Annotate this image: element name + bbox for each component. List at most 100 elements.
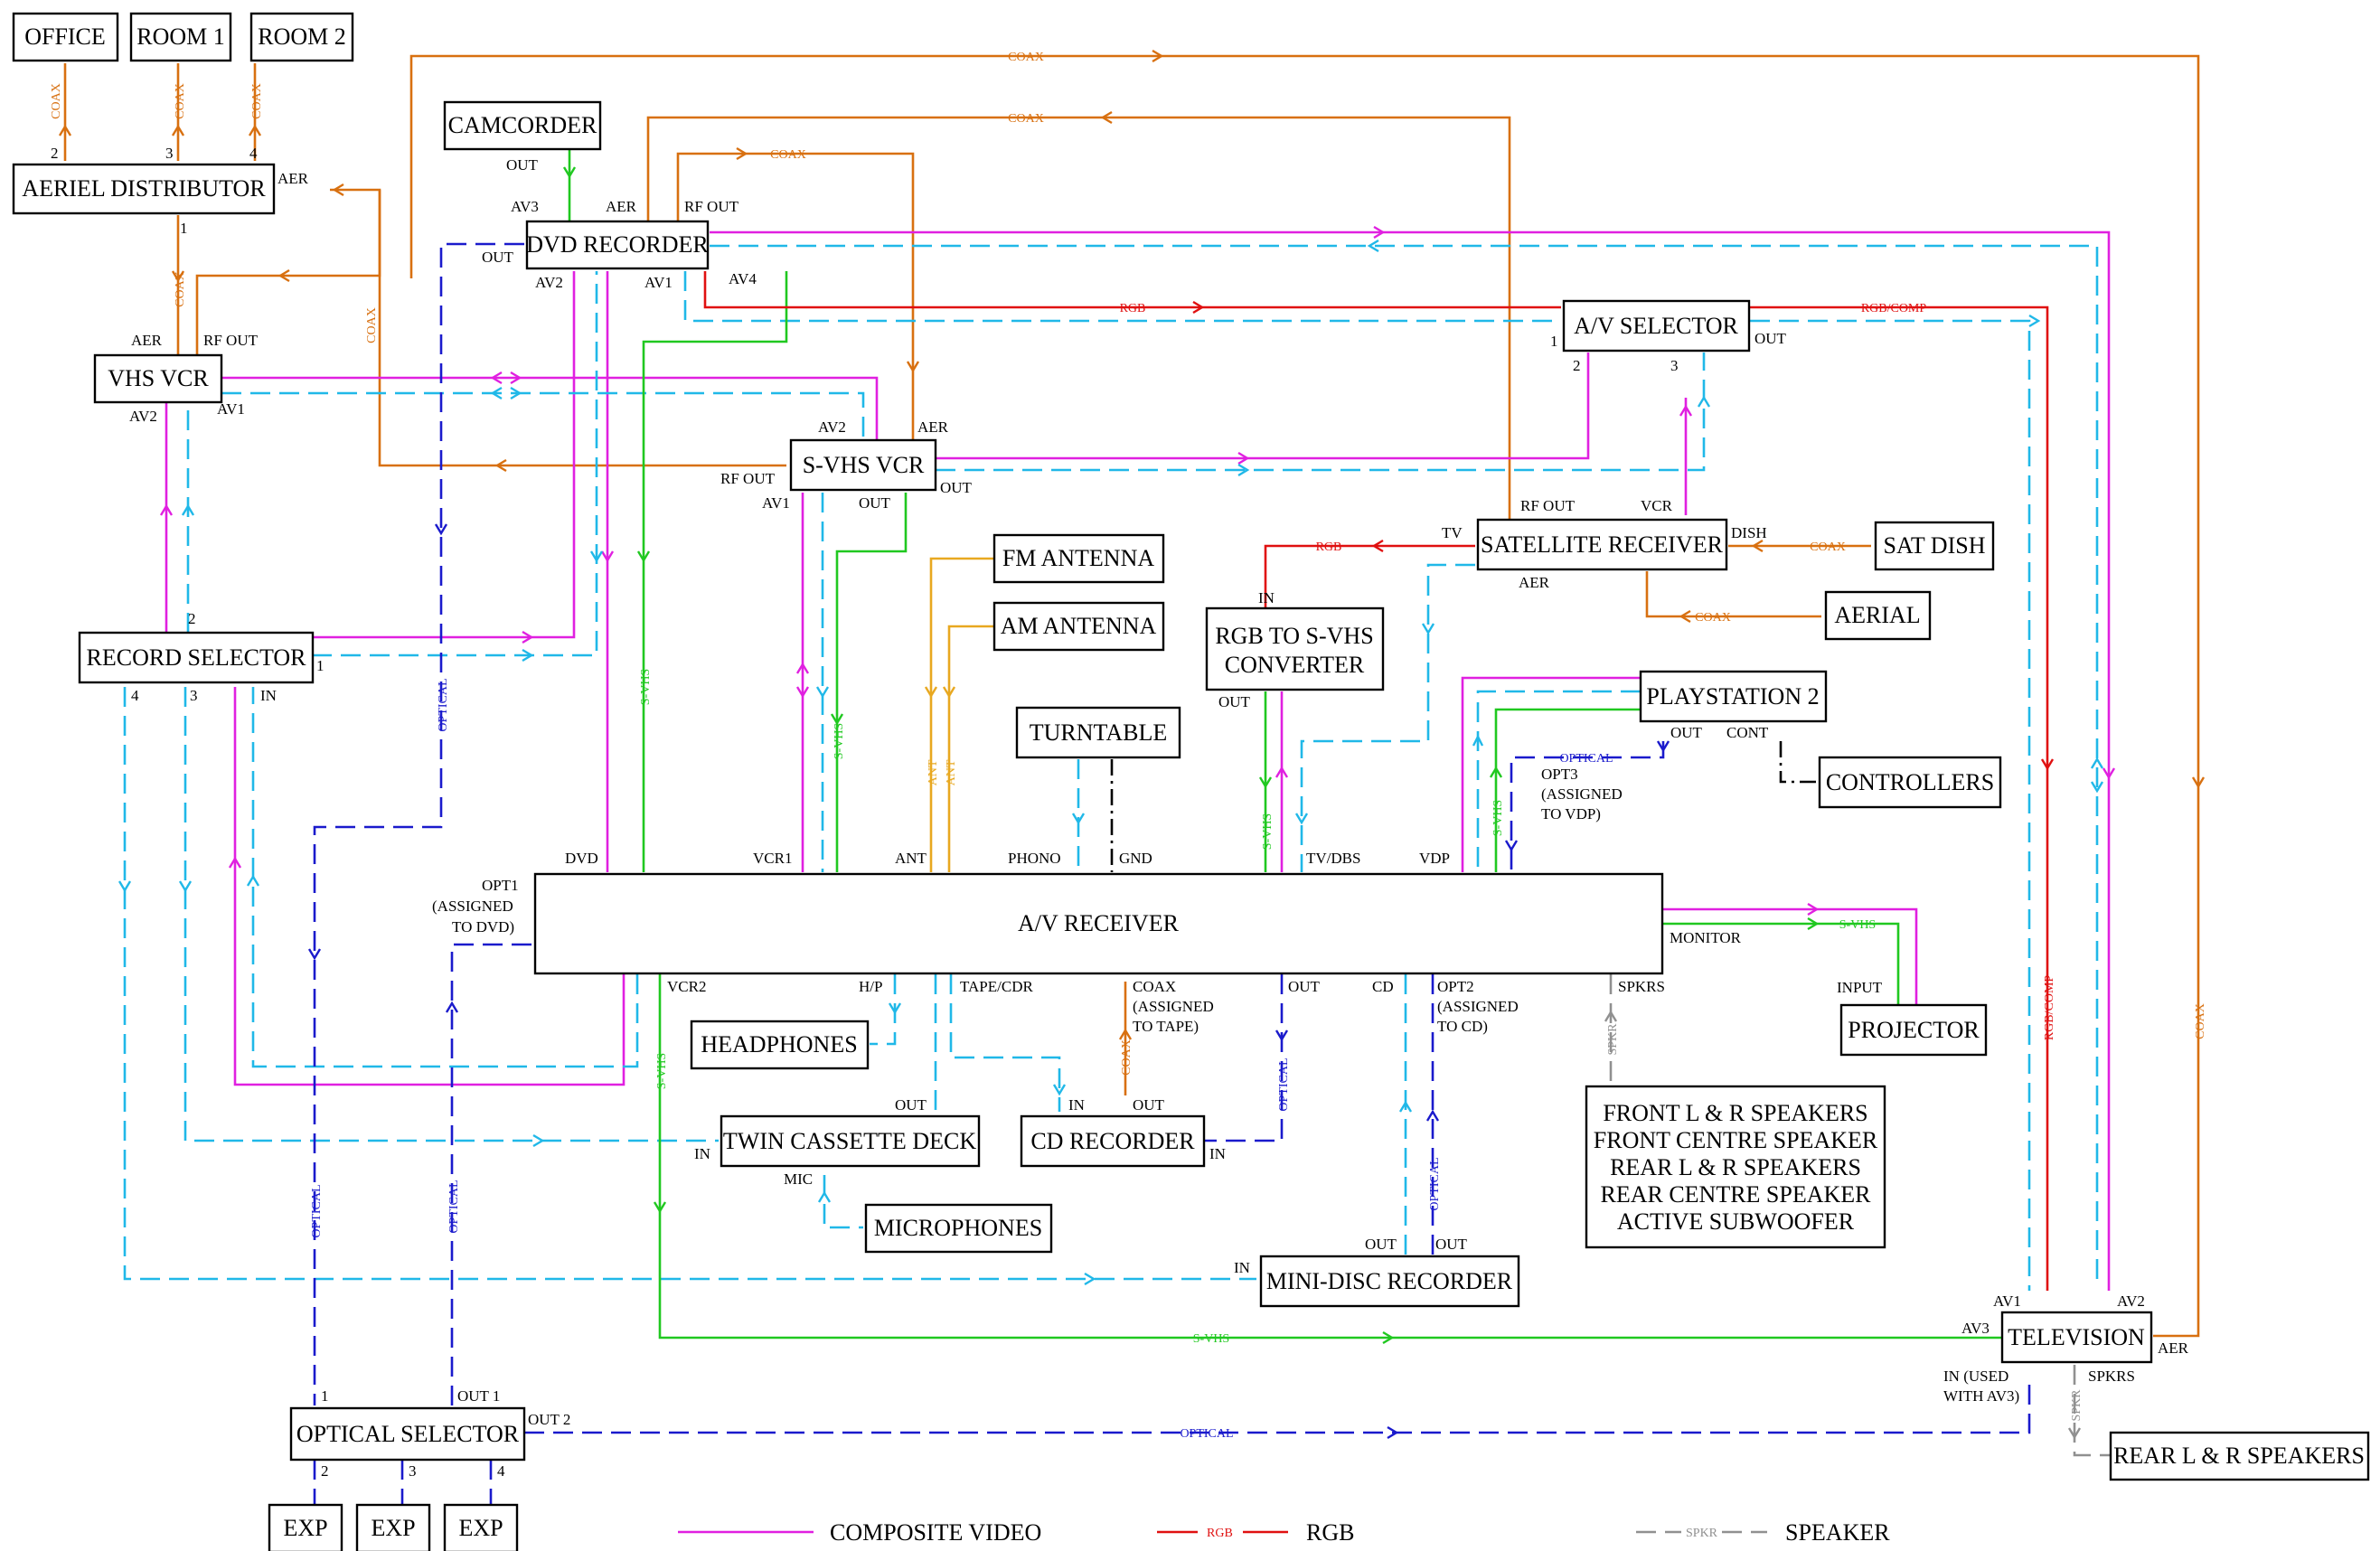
node-room1[interactable]: ROOM 1 bbox=[129, 12, 232, 62]
node-am-antenna[interactable]: AM ANTENNA bbox=[992, 601, 1165, 652]
wire-component-record-dvd bbox=[312, 271, 598, 657]
node-svhs-vcr[interactable]: S-VHS VCR bbox=[789, 438, 937, 492]
wire-label-optical: OPTICAL bbox=[1559, 752, 1613, 766]
svg-text:VDP: VDP bbox=[1419, 850, 1450, 867]
svg-text:OUT: OUT bbox=[506, 156, 539, 174]
node-record-selector[interactable]: RECORD SELECTOR bbox=[78, 631, 315, 684]
svg-text:RF OUT: RF OUT bbox=[203, 332, 259, 349]
svg-text:OUT: OUT bbox=[895, 1096, 927, 1114]
svg-text:RF OUT: RF OUT bbox=[720, 470, 776, 487]
node-exp-3[interactable]: EXP bbox=[443, 1503, 519, 1551]
wire-label-optical: OPTICAL bbox=[437, 678, 450, 731]
svg-text:FRONT CENTRE SPEAKER: FRONT CENTRE SPEAKER bbox=[1594, 1127, 1878, 1153]
node-controllers[interactable]: CONTROLLERS bbox=[1818, 756, 2002, 809]
node-speakers[interactable]: FRONT L & R SPEAKERS FRONT CENTRE SPEAKE… bbox=[1585, 1085, 1886, 1249]
svg-text:AER: AER bbox=[131, 332, 163, 349]
wire-composite-record-dvd bbox=[312, 271, 576, 639]
svg-text:AM ANTENNA: AM ANTENNA bbox=[1001, 613, 1157, 639]
node-minidisc[interactable]: MINI-DISC RECORDER bbox=[1259, 1255, 1520, 1308]
wire-svhs-dvd-receiver bbox=[642, 271, 788, 872]
composite-wires bbox=[165, 230, 2111, 1291]
node-satellite-receiver[interactable]: SATELLITE RECEIVER bbox=[1476, 518, 1728, 571]
svg-text:OFFICE: OFFICE bbox=[24, 24, 106, 50]
svg-text:A/V SELECTOR: A/V SELECTOR bbox=[1574, 313, 1738, 339]
node-twin-cassette[interactable]: TWIN CASSETTE DECK bbox=[720, 1114, 981, 1168]
svg-text:RECORD SELECTOR: RECORD SELECTOR bbox=[87, 644, 307, 671]
wire-component-tape-cdr bbox=[949, 974, 1061, 1112]
wire-optical-dvd-selector bbox=[313, 242, 524, 1405]
node-camcorder[interactable]: CAMCORDER bbox=[443, 100, 602, 151]
svg-text:COAX: COAX bbox=[1133, 978, 1176, 995]
wire-label-optical: OPTICAL bbox=[1180, 1427, 1233, 1441]
misc-wires bbox=[1110, 741, 2111, 1457]
node-turntable[interactable]: TURNTABLE bbox=[1015, 706, 1181, 759]
svg-text:REAR L & R SPEAKERS: REAR L & R SPEAKERS bbox=[2113, 1443, 2365, 1469]
svg-text:MICROPHONES: MICROPHONES bbox=[874, 1215, 1042, 1241]
svg-text:VCR: VCR bbox=[1641, 497, 1673, 514]
svg-text:OUT: OUT bbox=[1133, 1096, 1165, 1114]
node-aerial[interactable]: AERIAL bbox=[1824, 590, 1932, 641]
wire-label-coax: COAX bbox=[1810, 540, 1846, 554]
wire-label-svhs: S-VHS bbox=[833, 723, 846, 759]
wire-label-coax: COAX bbox=[1008, 51, 1044, 64]
node-fm-antenna[interactable]: FM ANTENNA bbox=[992, 533, 1165, 584]
svg-text:WITH AV3): WITH AV3) bbox=[1943, 1387, 2019, 1405]
node-dvd-recorder[interactable]: DVD RECORDER bbox=[525, 220, 709, 270]
node-room2[interactable]: ROOM 2 bbox=[249, 12, 354, 62]
svg-text:AV3: AV3 bbox=[511, 198, 539, 215]
wire-label-optical: OPTICAL bbox=[447, 1180, 461, 1233]
svg-text:OPT1: OPT1 bbox=[482, 877, 519, 894]
svg-text:OPT3: OPT3 bbox=[1541, 766, 1578, 783]
svg-text:4: 4 bbox=[131, 687, 139, 704]
node-aerial-distributor[interactable]: AERIEL DISTRIBUTOR bbox=[12, 163, 276, 215]
legend-speaker-inline: SPKR bbox=[1686, 1527, 1718, 1540]
node-office[interactable]: OFFICE bbox=[12, 12, 119, 62]
node-vhs-vcr[interactable]: VHS VCR bbox=[93, 353, 223, 404]
svg-text:VHS VCR: VHS VCR bbox=[108, 365, 209, 391]
node-optical-selector[interactable]: OPTICAL SELECTOR bbox=[289, 1406, 526, 1462]
coax-wires bbox=[63, 54, 2200, 1338]
wire-label-ant: ANT bbox=[945, 759, 958, 785]
svg-text:1: 1 bbox=[1550, 333, 1558, 350]
wire-composite-receiver-record bbox=[233, 687, 626, 1086]
svg-text:2: 2 bbox=[51, 145, 59, 162]
node-headphones[interactable]: HEADPHONES bbox=[690, 1020, 870, 1070]
node-sat-dish[interactable]: SAT DISH bbox=[1874, 521, 1995, 571]
wire-coax-dvd-to-svhs bbox=[676, 152, 915, 443]
svg-text:(ASSIGNED: (ASSIGNED bbox=[1437, 998, 1519, 1015]
svg-text:VCR1: VCR1 bbox=[753, 850, 792, 867]
node-av-selector[interactable]: A/V SELECTOR bbox=[1562, 299, 1751, 352]
svg-text:REAR CENTRE SPEAKER: REAR CENTRE SPEAKER bbox=[1600, 1181, 1871, 1208]
wire-coax-top-tv bbox=[409, 54, 2200, 1338]
wire-label-spkr: SPKR bbox=[2070, 1389, 2084, 1422]
svg-text:A/V RECEIVER: A/V RECEIVER bbox=[1018, 910, 1180, 936]
svg-text:RGB TO S-VHS: RGB TO S-VHS bbox=[1215, 623, 1373, 649]
svg-text:SATELLITE RECEIVER: SATELLITE RECEIVER bbox=[1481, 531, 1724, 558]
node-microphones[interactable]: MICROPHONES bbox=[864, 1203, 1053, 1254]
node-rear-speakers[interactable]: REAR L & R SPEAKERS bbox=[2109, 1431, 2370, 1481]
svg-text:TWIN CASSETTE DECK: TWIN CASSETTE DECK bbox=[723, 1128, 976, 1154]
svg-text:DVD: DVD bbox=[565, 850, 598, 867]
svg-text:TELEVISION: TELEVISION bbox=[2008, 1324, 2145, 1350]
svg-text:IN: IN bbox=[1258, 589, 1275, 606]
node-av-receiver[interactable]: A/V RECEIVER bbox=[533, 872, 1664, 975]
wire-svhs-ps2-receiver bbox=[1494, 708, 1641, 872]
svg-text:TV/DBS: TV/DBS bbox=[1306, 850, 1360, 867]
node-exp-2[interactable]: EXP bbox=[355, 1503, 431, 1551]
wire-rgb-sat-converter bbox=[1264, 544, 1475, 607]
wire-label-coax: COAX bbox=[1695, 611, 1731, 625]
node-projector[interactable]: PROJECTOR bbox=[1839, 1003, 1988, 1057]
wire-optical-receiver-cdr bbox=[1205, 974, 1284, 1142]
svg-text:ACTIVE SUBWOOFER: ACTIVE SUBWOOFER bbox=[1617, 1208, 1855, 1235]
node-television[interactable]: TELEVISION bbox=[2000, 1311, 2153, 1364]
wire-optical-selector-receiver bbox=[450, 943, 535, 1405]
svg-text:CD RECORDER: CD RECORDER bbox=[1030, 1128, 1195, 1154]
wire-coax-aerial bbox=[1645, 571, 1821, 618]
svg-text:CONTROLLERS: CONTROLLERS bbox=[1826, 769, 1994, 795]
node-cd-recorder[interactable]: CD RECORDER bbox=[1020, 1114, 1206, 1168]
node-exp-1[interactable]: EXP bbox=[268, 1503, 343, 1551]
node-playstation[interactable]: PLAYSTATION 2 bbox=[1639, 670, 1828, 723]
node-rgb-converter[interactable]: RGB TO S-VHS CONVERTER bbox=[1205, 606, 1385, 691]
wire-component-vhs-svhs bbox=[221, 391, 865, 443]
